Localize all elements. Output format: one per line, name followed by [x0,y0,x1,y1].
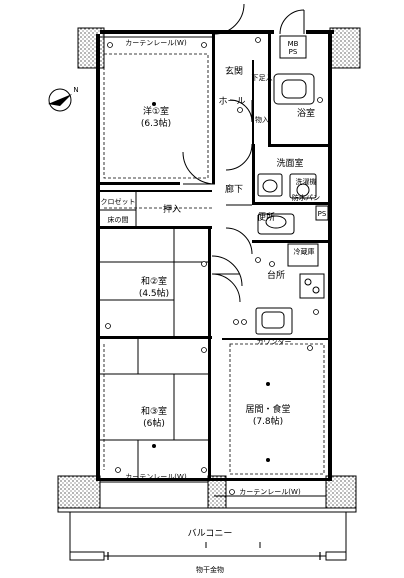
room-kitchen: 台所 [267,269,285,281]
wall-counter [222,338,328,340]
column-bottom-right [325,475,357,509]
room-western-name: 洋①室 [143,105,169,117]
label-drying: 物干金物 [196,565,224,574]
wall-bath-bottom [268,144,330,147]
wall-j3-right [208,338,211,480]
label-shoe-top: 下足入 [252,74,273,82]
label-washer-pan: 防水パン [292,193,320,202]
room-washroom: 洗面室 [276,157,303,169]
wall-wash-bottom [252,202,330,205]
wall-western-bottom [100,182,180,185]
wall-j2-bottom [100,336,212,339]
label-counter: カウンター [257,337,292,346]
label-ps: PS [318,210,327,218]
wall-left [96,34,100,478]
label-balcony: バルコニー [188,528,233,539]
mbps-box [279,35,307,59]
wall-j2-right [208,228,211,338]
wall-bath-left [268,34,271,146]
balcony-outline [57,507,357,513]
label-shoe-bottom: 物入 [255,115,269,124]
room-japanese3-size: (6帖) [143,417,165,429]
room-japanese2-size: (4.5帖) [139,287,169,299]
label-closet: クロゼット [101,197,136,206]
column-top-right [329,27,361,69]
wall-top [100,30,214,34]
wall-wash-left [252,144,255,204]
north-arrow-icon [48,88,72,112]
room-entrance: 玄関 [225,65,243,77]
wall-right [328,34,332,478]
label-oshiire: 押入 [163,203,181,215]
room-hall: ホール [218,96,245,107]
room-living-size: (7.8帖) [253,415,283,427]
label-curtain-bottom-left: カーテンレール(W) [125,473,187,481]
wall-toilet-bottom [252,240,330,243]
wall-closet-band-top [100,190,212,192]
wall-shoe [252,60,254,144]
label-washer: 洗濯機 [296,177,317,186]
room-corridor: 廊下 [225,183,243,195]
label-curtain-top: カーテンレール(W) [125,39,187,47]
ps-box [315,205,329,221]
room-bath: 浴室 [297,107,315,119]
room-japanese3-name: 和③室 [141,405,167,417]
wall-bottom [96,478,332,481]
wall-closet-band-bottom [100,226,212,229]
label-curtain-bottom-right: カーテンレール(W) [239,488,301,496]
room-japanese2-name: 和②室 [141,275,167,287]
fridge-space [287,243,319,267]
room-living-name: 居間・食堂 [245,403,290,415]
cooktop [299,273,325,299]
column-bottom-left [57,475,101,509]
label-fridge: 冷蔵庫 [294,247,315,256]
label-north: N [73,86,78,94]
wall-top-right [306,30,334,34]
room-toilet: 便所 [257,211,275,223]
wall-western-right [212,34,215,184]
room-western-size: (6.3帖) [141,117,171,129]
label-tokonoma: 床の間 [108,215,129,224]
wall-top-entrance [214,30,274,34]
